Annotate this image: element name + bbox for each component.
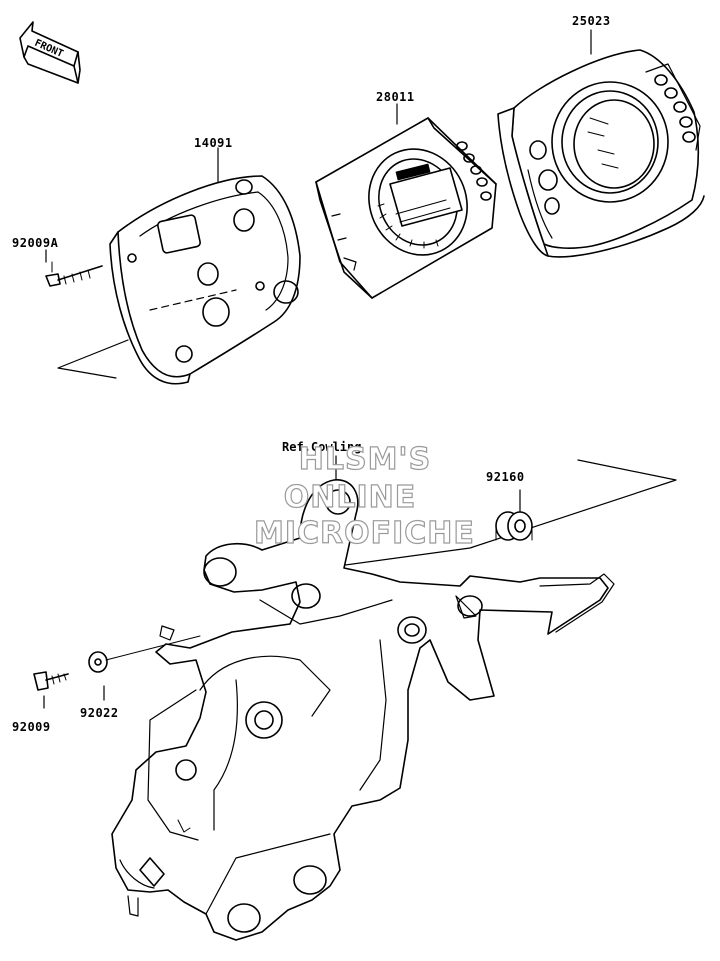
part-number-92022[interactable]: 92022 xyxy=(80,706,119,720)
part-number-28011[interactable]: 28011 xyxy=(376,90,415,104)
meter-bracket-drawing xyxy=(111,479,615,941)
part-number-92009a[interactable]: 92009A xyxy=(12,236,59,250)
watermark-line-3: MICROFICHE xyxy=(253,515,475,551)
watermark-line-2: ONLINE xyxy=(283,479,417,515)
screw-drawing xyxy=(45,261,103,287)
watermark-line-1: HLSM'S xyxy=(298,441,432,477)
front-arrow-icon: FRONT xyxy=(19,21,81,84)
meter-unit-drawing xyxy=(315,117,497,299)
part-number-25023[interactable]: 25023 xyxy=(572,14,611,28)
damper-drawing xyxy=(495,511,533,541)
screw-drawing-2 xyxy=(33,671,69,691)
washer-drawing xyxy=(88,635,201,673)
part-number-92009[interactable]: 92009 xyxy=(12,720,51,734)
meter-cover-drawing xyxy=(497,49,705,258)
part-number-14091[interactable]: 14091 xyxy=(194,136,233,150)
ref-cowling-label[interactable]: Ref.Cowling xyxy=(282,440,362,454)
part-number-92160[interactable]: 92160 xyxy=(486,470,525,484)
meter-case-drawing xyxy=(57,175,301,385)
